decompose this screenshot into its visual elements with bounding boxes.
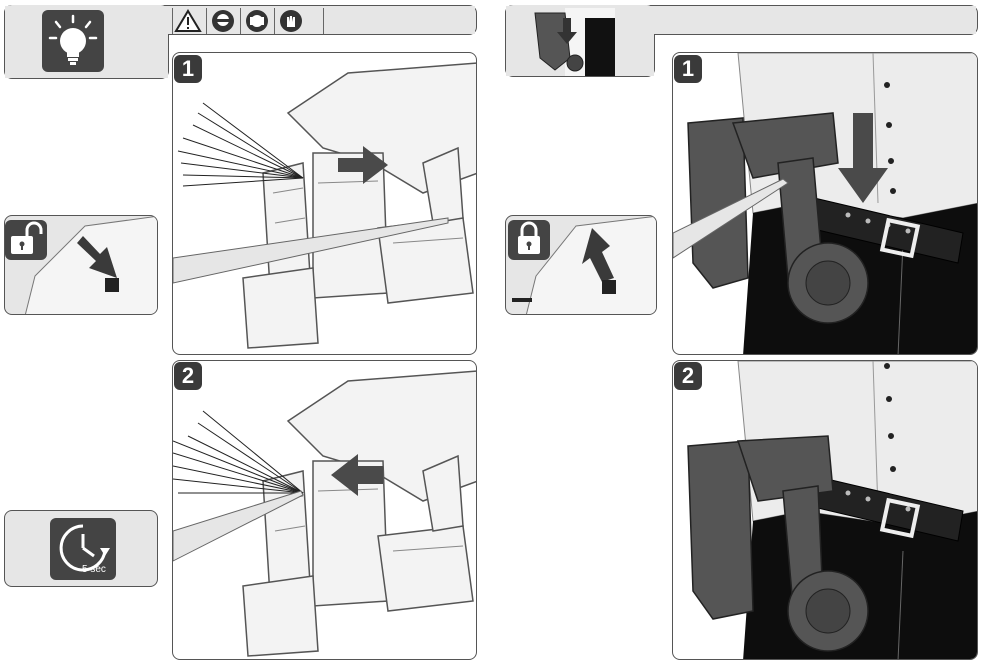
- clock-timer-icon: 5 sec: [50, 518, 116, 580]
- lock-callout-box: [505, 215, 657, 315]
- belt-hook-preview: [525, 8, 615, 76]
- left-step2-panel: [172, 360, 477, 660]
- unlock-callout-box: [4, 215, 158, 315]
- eye-protection-icon: [206, 8, 237, 34]
- left-step1-number: 1: [174, 55, 202, 83]
- lock-icon: [508, 220, 550, 260]
- right-step2-number: 2: [674, 362, 702, 390]
- right-step1-panel: [672, 52, 978, 355]
- right-step1-number: 1: [674, 55, 702, 83]
- gloves-icon: [274, 8, 324, 34]
- unlock-icon: [5, 220, 47, 260]
- lightbulb-tip-icon: [42, 10, 104, 72]
- warning-triangle-icon: [172, 8, 203, 34]
- timer-label: 5 sec: [82, 564, 106, 575]
- left-step1-panel: [172, 52, 477, 355]
- left-step2-number: 2: [174, 362, 202, 390]
- ear-protection-icon: [240, 8, 271, 34]
- right-step2-panel: [672, 360, 978, 660]
